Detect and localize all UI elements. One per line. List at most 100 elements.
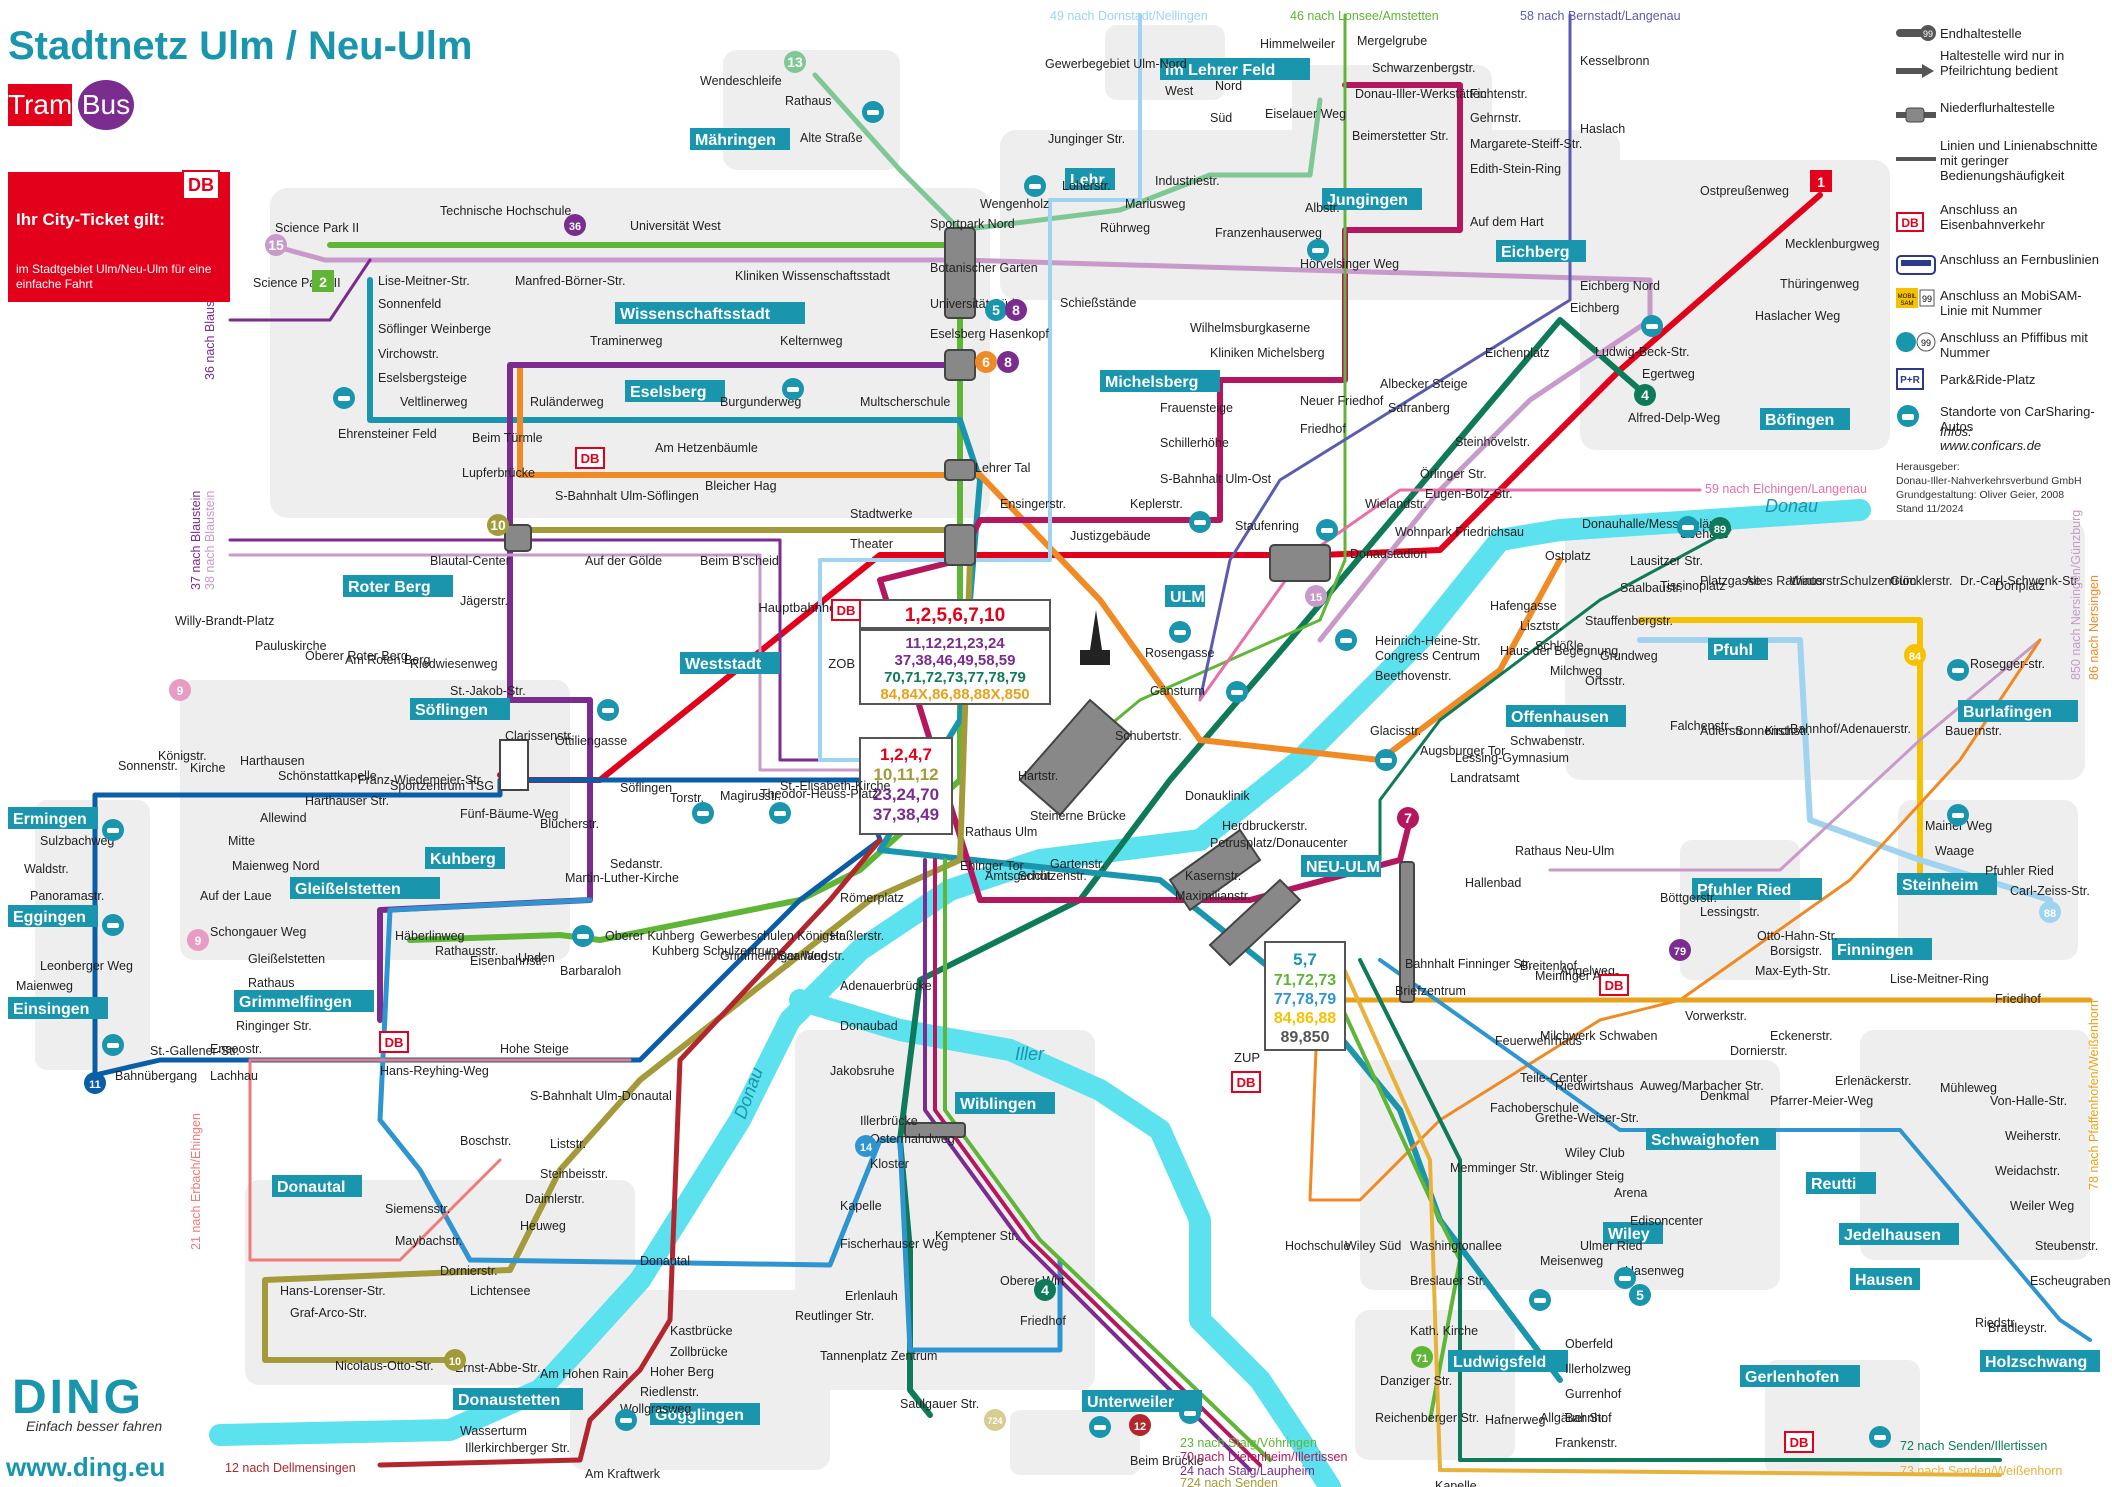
svg-text:79: 79	[1674, 946, 1686, 958]
stop-label: Von-Halle-Str.	[1990, 1094, 2067, 1108]
stop-label: Maybachstr.	[395, 1234, 462, 1248]
stop-label: Borsigstr.	[1770, 944, 1822, 958]
river-iller	[789, 989, 1341, 1487]
stop-label: Burgunderweg	[720, 395, 801, 409]
stop-label: Erlenlauh	[845, 1289, 898, 1303]
stop-label: Theodor-Heuss-Platz	[760, 787, 878, 801]
stop-label: Bahnübergang	[115, 1069, 197, 1083]
badge-line-36: 36	[564, 214, 586, 236]
stop-label: Technische Hochschule	[440, 204, 571, 218]
svg-text:Schwaighofen: Schwaighofen	[1651, 1132, 1759, 1149]
zob-label: ZOB	[828, 656, 855, 671]
svg-text:99: 99	[1923, 29, 1933, 39]
line-15	[267, 242, 1653, 643]
stop-label: Fichtenstr.	[1470, 87, 1528, 101]
stop-label: Saulgauer Str.	[900, 1397, 979, 1411]
stop-label: Milchwerk Schwaben	[1540, 1029, 1657, 1043]
zob-row1: 1,2,4,7	[880, 745, 932, 764]
carsharing-car-icon	[107, 828, 119, 833]
db-icon: DB	[1599, 974, 1629, 996]
db-logo-icon: DB	[182, 170, 220, 200]
svg-text:12: 12	[1134, 1421, 1146, 1433]
ding-url-link[interactable]: www.ding.eu	[6, 1452, 166, 1482]
stop-label: Schillerhöhe	[1160, 436, 1229, 450]
stop-label: Wielandstr.	[1365, 497, 1427, 511]
hub-zob[interactable]: 1,2,4,7 10,11,12 23,24,70 37,38,49 ZOB	[828, 656, 953, 835]
stop-label: Heuweg	[520, 1219, 566, 1233]
stop-label: Heinrich-Heine-Str.	[1375, 634, 1481, 648]
stop-label: Eselsbergsteige	[378, 371, 467, 385]
badge-line-79: 79	[1669, 939, 1691, 961]
svg-text:36: 36	[569, 221, 581, 233]
legend-infos-label: Infos:	[1940, 424, 1972, 439]
stop-label: Albstr.	[1305, 201, 1340, 215]
stop-label: Milchweg	[1550, 664, 1602, 678]
district-label-ulm: ULM	[1165, 585, 1205, 607]
stop-label: Ulmer Ried	[1580, 1239, 1643, 1253]
dest-23: 23 nach Staig/Vöhringen	[1180, 1436, 1317, 1450]
legend-carsharing-label: Standorte von CarSharing-Autos	[1940, 404, 2095, 434]
badge-line-6: 6	[975, 351, 997, 373]
stop-label: Ehinger Tor	[960, 859, 1024, 873]
svg-text:Im Lehrer Feld: Im Lehrer Feld	[1165, 62, 1275, 79]
svg-text:9: 9	[177, 684, 184, 698]
db-rail-icons: DB DB DB DB DB DB	[379, 447, 1814, 1453]
stop-label: Carl-Zeiss-Str.	[2010, 884, 2090, 898]
ticket-text: im Stadtgebiet Ulm/Neu-Ulm für eine einf…	[16, 262, 212, 291]
stop-label: Gartenstr.	[1050, 857, 1105, 871]
stop-label: Friedhof	[1020, 1314, 1066, 1328]
stop-label: Martin-Luther-Kirche	[565, 871, 679, 885]
nu-row1: 5,7	[1293, 950, 1317, 969]
stop-label: Eselsberg Hasenkopf	[930, 327, 1049, 341]
carsharing-car-icon	[1194, 520, 1206, 525]
stop-label: Loherstr.	[1062, 179, 1111, 193]
stop-label: Unden	[518, 951, 555, 965]
stop-label: Petrusplatz/Donaucenter	[1210, 836, 1348, 850]
hub-hauptbahnhof[interactable]: 1,2,5,6,7,10 11,12,21,23,24 37,38,46,49,…	[758, 599, 1051, 705]
legend-infos-url[interactable]: www.conficars.de	[1940, 438, 2042, 453]
stop-label: Keplerstr.	[1130, 497, 1183, 511]
stop-label: Alfred-Delp-Weg	[1628, 411, 1720, 425]
district-label-söflingen: Söflingen	[410, 698, 510, 720]
line-23	[943, 858, 1272, 1462]
stop-label: Thüringenweg	[1780, 277, 1859, 291]
stop-label: Albecker Steige	[1380, 377, 1468, 391]
badge-line-88: 88	[2039, 901, 2061, 923]
stop-label: Sportzentrum TSG	[390, 779, 494, 793]
svg-text:NEU-ULM: NEU-ULM	[1306, 859, 1380, 876]
stop-label: Wendeschleife	[700, 74, 782, 88]
badge-line-1: 1	[1810, 170, 1832, 192]
stop-label: Ensingerstr.	[1000, 497, 1066, 511]
hub-neu-ulm[interactable]: 5,7 71,72,73 77,78,79 84,86,88 89,850 ZU…	[1234, 941, 1346, 1065]
stop-label: Wollgrasweg	[620, 1402, 691, 1416]
stop-label: Illerholzweg	[1565, 1362, 1631, 1376]
svg-text:Mähringen: Mähringen	[695, 132, 776, 149]
dest-73: 73 nach Senden/Weißenhorn	[1900, 1464, 2062, 1478]
stop-label: Feuerwehrhaus	[1495, 1034, 1582, 1048]
carsharing-car-icon	[1184, 1411, 1196, 1416]
stop-label: West	[1165, 84, 1194, 98]
db-rail-icon: DB	[1896, 212, 1926, 237]
line-24	[923, 858, 1252, 1472]
dest-724: 724 nach Senden	[1180, 1476, 1278, 1487]
svg-text:71: 71	[1416, 1353, 1428, 1365]
carsharing-car-icon	[1029, 184, 1041, 189]
stop-label: Zollbrücke	[670, 1345, 728, 1359]
line-86	[1308, 638, 2042, 1202]
dest-24: 24 nach Staig/Laupheim	[1180, 1464, 1315, 1478]
stop-label: Fischerhauser Weg	[840, 1237, 948, 1251]
stop-label: Illerkirchberger Str.	[465, 1441, 570, 1455]
stop-label: Auf dem Hart	[1470, 215, 1544, 229]
stop-label: Safranberg	[1388, 401, 1450, 415]
dest-70: 70 nach Dietenheim/Illertissen	[1180, 1450, 1347, 1464]
db-icon: DB	[1784, 1431, 1814, 1453]
district-label-jungingen: Jungingen	[1322, 188, 1422, 210]
stop-label: Vorwerkstr.	[1685, 1009, 1747, 1023]
stop-label: Altes Rathaus	[1745, 574, 1823, 588]
stop-label: S-Bahnhalt Ulm-Donautal	[530, 1089, 672, 1103]
legend-one-way-label: Haltestelle wird nur in Pfeilrichtung be…	[1940, 48, 2065, 78]
river-label-donau: Donau	[1765, 496, 1818, 516]
badge-line-15: 15	[265, 234, 287, 256]
dest-12: 12 nach Dellmensingen	[225, 1461, 356, 1475]
